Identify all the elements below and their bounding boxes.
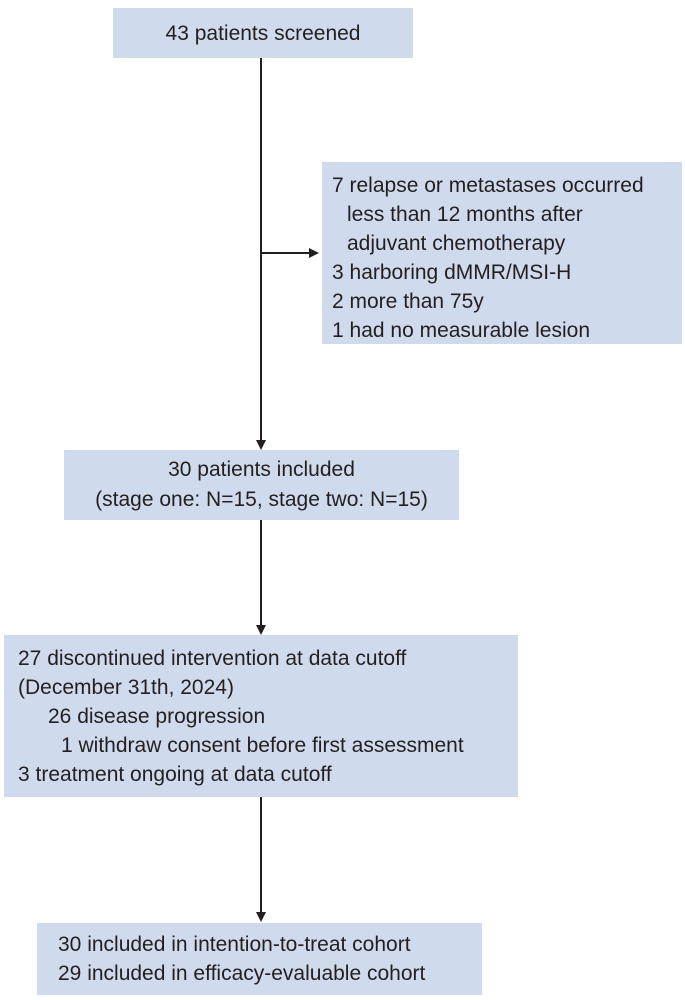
excluded-reason-no-lesion: 1 had no measurable lesion — [332, 319, 591, 342]
screened-count-text: 43 patients screened — [165, 21, 361, 45]
arrow-discontinued-to-cohorts-head — [256, 912, 266, 922]
data-cutoff-date-text: (December 31th, 2024) — [18, 676, 234, 699]
included-count-text: 30 patients included — [168, 458, 355, 481]
excluded-reason-relapse-cont2: adjuvant chemotherapy — [347, 232, 566, 255]
arrow-discontinued-to-cohorts-line — [260, 797, 262, 913]
box-excluded-reasons: 7 relapse or metastases occurred less th… — [322, 162, 682, 344]
disease-progression-text: 26 disease progression — [48, 705, 266, 728]
arrow-included-to-discontinued-head — [256, 625, 266, 635]
discontinued-count-text: 27 discontinued intervention at data cut… — [18, 647, 407, 670]
arrow-branch-to-excluded-line — [261, 252, 310, 254]
excluded-reason-relapse-cont1: less than 12 months after — [347, 203, 583, 226]
box-patients-included: 30 patients included (stage one: N=15, s… — [64, 450, 459, 520]
arrow-screened-to-included-head — [256, 440, 266, 450]
box-analysis-cohorts: 30 included in intention-to-treat cohort… — [37, 923, 482, 995]
treatment-ongoing-text: 3 treatment ongoing at data cutoff — [18, 763, 332, 786]
withdraw-consent-text: 1 withdraw consent before first assessme… — [61, 734, 464, 757]
efficacy-cohort-text: 29 included in efficacy-evaluable cohort — [58, 962, 426, 985]
excluded-reason-dmmr: 3 harboring dMMR/MSI-H — [332, 261, 572, 284]
box-patients-screened: 43 patients screened — [113, 8, 413, 58]
box-discontinued-intervention: 27 discontinued intervention at data cut… — [4, 635, 518, 797]
arrow-branch-to-excluded-head — [309, 248, 319, 258]
arrow-included-to-discontinued-line — [260, 520, 262, 626]
excluded-reason-age: 2 more than 75y — [332, 290, 484, 313]
included-stage-text: (stage one: N=15, stage two: N=15) — [95, 488, 428, 511]
arrow-screened-to-included-line — [260, 58, 262, 442]
itt-cohort-text: 30 included in intention-to-treat cohort — [58, 933, 411, 956]
excluded-reason-relapse: 7 relapse or metastases occurred — [332, 174, 644, 197]
